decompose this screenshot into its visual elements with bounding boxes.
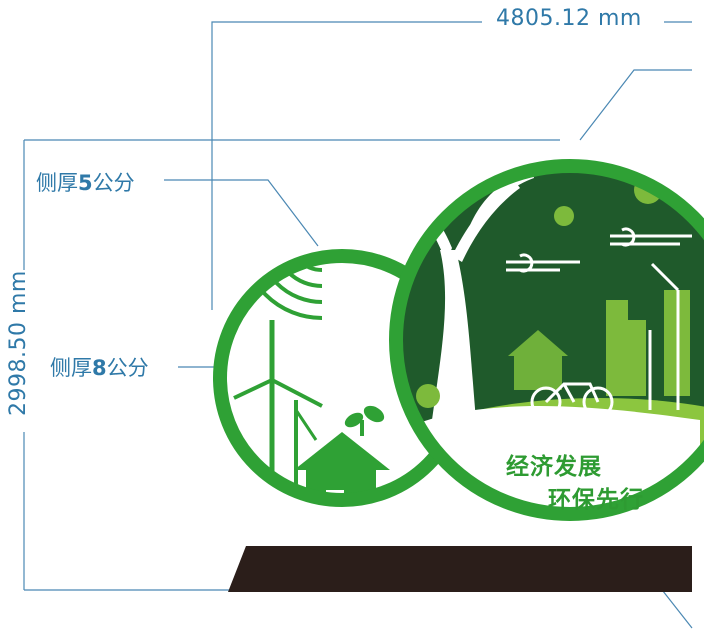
height-dimension-label: 2998.50 mm	[6, 270, 31, 416]
annotation-prefix: 侧厚	[36, 171, 78, 195]
annotation-value: 5	[78, 171, 93, 195]
annotation-value: 8	[92, 356, 107, 380]
thickness-annotation-8: 侧厚8公分	[50, 352, 149, 382]
slogan-line-1: 经济发展	[506, 454, 602, 480]
cloud-icon	[506, 227, 692, 273]
annotation-suffix: 公分	[106, 356, 149, 380]
dimension-lines	[23, 21, 693, 629]
wind-turbine-icon	[648, 262, 680, 410]
annotation-suffix: 公分	[92, 171, 135, 195]
cottage-icon	[508, 330, 568, 390]
large-medallion	[389, 159, 704, 521]
width-dimension-label: 4805.12 mm	[496, 6, 642, 31]
annotation-prefix: 侧厚	[50, 356, 92, 380]
thickness-annotation-5: 侧厚5公分	[36, 167, 135, 197]
base-slab	[228, 546, 692, 592]
sprout-icon	[344, 405, 385, 436]
bicycle-icon	[530, 382, 614, 418]
slogan-line-2: 环保先行	[548, 487, 644, 513]
